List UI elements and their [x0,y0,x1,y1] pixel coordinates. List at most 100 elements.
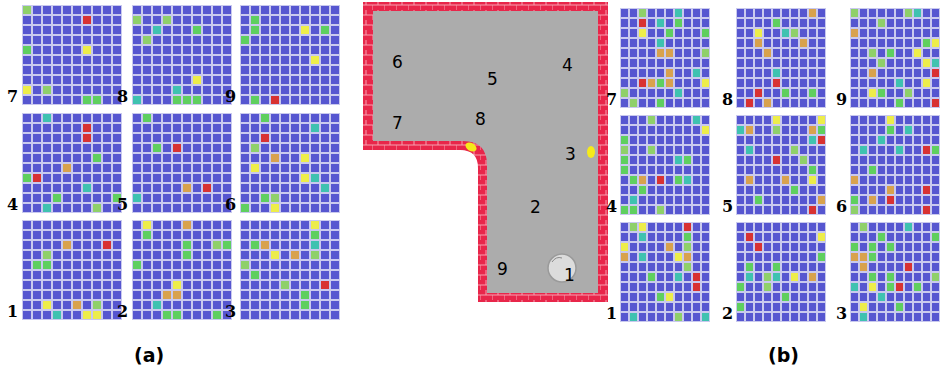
grid-cell [173,6,181,14]
grid-cell [23,76,31,84]
grid-cell [93,241,101,249]
grid-cell [183,144,191,152]
grid-cell [241,174,249,182]
grid-cell [737,59,744,67]
grid-cell [73,261,81,269]
grid-cell [878,176,885,184]
grid-cell [764,303,771,311]
grid-cell [103,261,111,269]
grid-cell [755,69,762,77]
grid-cell [702,19,709,27]
grid-cell [639,99,646,107]
grid-cell [860,79,867,87]
grid-cell [251,26,259,34]
grid-cell [923,293,930,301]
grid-cell [103,301,111,309]
grid-cell [923,89,930,97]
grid-cell [103,164,111,172]
grid-cell [271,134,279,142]
grid-cell [163,311,171,319]
grid-cell [737,116,744,124]
grid-cell [639,206,646,214]
grid-cell [271,174,279,182]
grid-cell [932,156,939,164]
grid-cell [737,39,744,47]
grid-cell [163,184,171,192]
grid-cell [193,164,201,172]
grid-cell [321,96,329,104]
grid-cell [800,263,807,271]
grid-cell [223,66,231,74]
grid-cell [73,291,81,299]
grid-cell [301,114,309,122]
grid-cell [630,196,637,204]
grid-cell [675,263,682,271]
grid-cell [193,281,201,289]
grid-cell [737,313,744,321]
grid-cell [887,313,894,321]
grid-cell [878,136,885,144]
grid-cell [241,221,249,229]
grid-cell [666,206,673,214]
grid-cell [223,281,231,289]
grid-cell [809,49,816,57]
grid-cell [301,261,309,269]
map-position: 1 [564,267,575,284]
grid-cell [648,176,655,184]
panel-number: 6 [836,199,847,215]
grid-cell [755,243,762,251]
grid-cell [630,69,637,77]
grid-cell [896,176,903,184]
grid-cell [860,99,867,107]
grid-cell [648,206,655,214]
grid-cell [33,251,41,259]
grid-cell [183,86,191,94]
grid-cell [213,184,221,192]
grid-cell [764,69,771,77]
grid-cell [153,241,161,249]
grid-cell [791,263,798,271]
grid-cell [905,233,912,241]
grid-cell [33,134,41,142]
grid-cell [648,19,655,27]
grid-cell [53,144,61,152]
grid-cell [869,233,876,241]
grid-cell [675,176,682,184]
grid-cell [321,281,329,289]
grid-cell [923,273,930,281]
grid-cell [113,6,121,14]
grid-cell [755,253,762,261]
grid-cell [53,184,61,192]
grid-cell [23,174,31,182]
grid-cell [203,271,211,279]
grid-cell [271,194,279,202]
grid-cell [63,271,71,279]
grid-cell [291,66,299,74]
grid-cell [851,196,858,204]
grid-cell [684,59,691,67]
grid-cell [281,86,289,94]
grid-cell [621,273,628,281]
grid-cell [331,174,339,182]
grid-cell [311,241,319,249]
grid-cell [301,204,309,212]
grid-cell [746,89,753,97]
grid-cell [896,9,903,17]
grid-cell [932,39,939,47]
grid-cell [693,196,700,204]
grid-cell [630,29,637,37]
grid-cell [173,301,181,309]
grid-cell [905,283,912,291]
grid-cell [878,166,885,174]
grid-cell [113,231,121,239]
grid-cell [53,96,61,104]
grid-cell [103,184,111,192]
grid-cell [860,263,867,271]
grid-cell [737,243,744,251]
grid-cell [791,283,798,291]
grid-cell [737,156,744,164]
grid-cell [782,293,789,301]
grid-cell [809,303,816,311]
grid-cell [301,134,309,142]
grid-cell [133,241,141,249]
